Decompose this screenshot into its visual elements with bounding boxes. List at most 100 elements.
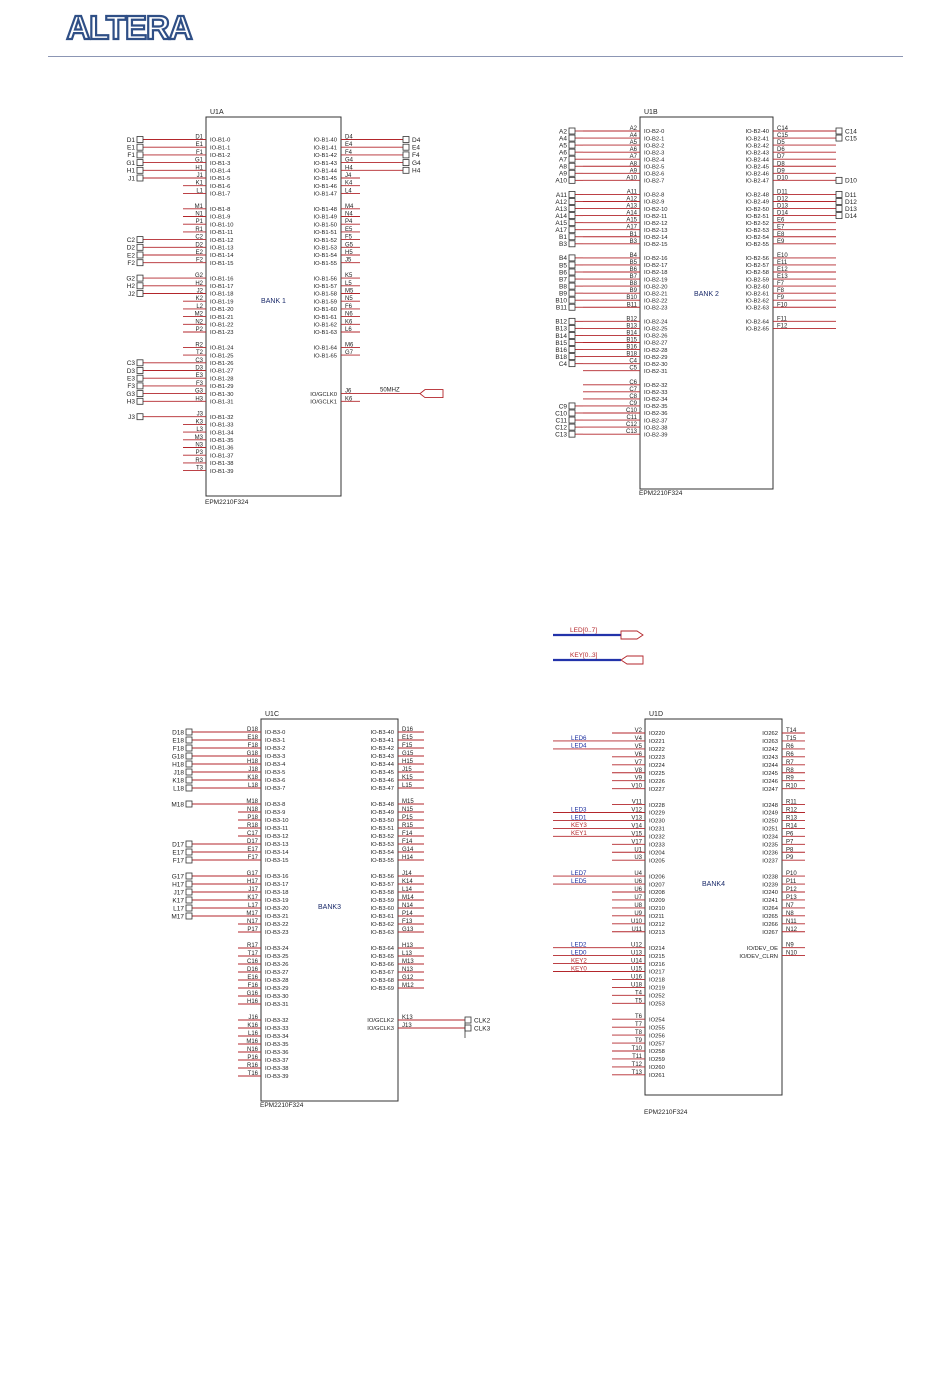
pin-number: D2: [195, 242, 203, 248]
pin-number: C7: [629, 387, 637, 393]
pin-signal: IO207: [649, 882, 665, 888]
port-connector: [185, 848, 193, 856]
pin-signal: IO210: [649, 906, 665, 912]
port-connector: [568, 155, 576, 163]
pin-number: K3: [196, 419, 204, 425]
port-label: C13: [555, 431, 567, 438]
port-label: E4: [412, 145, 420, 152]
pin-signal: IO-B3-24: [265, 946, 289, 952]
pin-signal: IO255: [649, 1025, 665, 1031]
logo-text: ALTERA: [66, 10, 192, 44]
pin-signal: IO-B3-10: [265, 818, 289, 824]
pin-number: R9: [786, 776, 794, 782]
port-connector: [568, 198, 576, 205]
pin-number: R3: [195, 458, 203, 464]
pin-number: N8: [786, 911, 794, 917]
pin-number: J5: [345, 258, 352, 264]
pin-number: J16: [248, 1015, 258, 1021]
pin-number: U7: [634, 895, 642, 901]
pin-signal: IO-B1-48: [313, 207, 337, 213]
pin-number: U6: [634, 887, 642, 893]
port-connector: [136, 359, 144, 367]
pin-number: P10: [786, 871, 797, 877]
port-connector: [136, 159, 144, 167]
pin-number: H1: [195, 165, 203, 171]
pin-number: H18: [247, 759, 259, 765]
pin-signal: IO/GCLK2: [367, 1018, 394, 1024]
pin-signal: IO-B3-58: [370, 890, 394, 896]
part-number: EPM2210F324: [260, 1102, 304, 1109]
pin-number: A13: [626, 204, 637, 210]
pin-number: D16: [247, 967, 259, 973]
pin-number: N6: [345, 312, 353, 318]
port-label: C12: [555, 424, 567, 431]
pin-signal: IO-B1-45: [313, 176, 337, 182]
pin-number: T7: [635, 1022, 643, 1028]
pin-number: N14: [402, 903, 414, 909]
bus-key: KEY[0..3]: [553, 652, 644, 665]
port-connector: [185, 744, 193, 752]
pin-signal: IO-B1-46: [313, 184, 337, 190]
pin-number: T6: [635, 1014, 643, 1020]
port-label: C14: [845, 128, 857, 135]
pin-number: E17: [247, 847, 258, 853]
pin-number: L13: [402, 951, 413, 957]
port-label: H17: [172, 881, 184, 888]
pin-signal: IO-B1-3: [210, 161, 230, 167]
pin-signal: IO-B1-61: [313, 315, 337, 321]
pin-number: M3: [195, 435, 204, 441]
port-connector: [185, 904, 193, 912]
pin-number: V12: [631, 808, 642, 814]
port-label: B14: [555, 333, 567, 340]
pin-number: V8: [635, 768, 643, 774]
port-connector: [402, 136, 410, 143]
clock-port: [419, 389, 444, 399]
port-label: B9: [559, 290, 567, 297]
pin-number: J17: [248, 887, 258, 893]
bus-label: KEY[0..3]: [570, 652, 598, 659]
symbol-title: U1D: [649, 711, 663, 718]
port-label: L17: [173, 905, 184, 912]
port-label: A15: [555, 220, 567, 227]
pin-signal: IO225: [649, 771, 665, 777]
pin-number: G2: [195, 273, 204, 279]
pin-signal: IO241: [762, 898, 778, 904]
pin-number: P9: [786, 855, 794, 861]
port-label: H18: [172, 761, 184, 768]
port-label: D18: [172, 729, 184, 736]
pin-signal: IO261: [649, 1073, 665, 1079]
port-label: F3: [127, 383, 135, 390]
net-label: LED6: [571, 735, 587, 742]
pin-signal: IO-B3-3: [265, 754, 285, 760]
pin-signal: IO-B1-34: [210, 430, 234, 436]
pin-signal: IO245: [762, 771, 778, 777]
pin-signal: IO-B1-11: [210, 230, 233, 236]
pin-number: F4: [345, 150, 353, 156]
pin-signal: IO-B1-57: [313, 284, 337, 290]
port-label: D13: [845, 206, 857, 213]
pin-number: H4: [345, 165, 353, 171]
port-label: J3: [128, 414, 135, 421]
symbol-body: [639, 116, 774, 490]
pin-signal: IO211: [649, 914, 664, 920]
pin-number: G7: [345, 350, 354, 356]
port-label: J2: [128, 291, 135, 298]
pin-number: D6: [777, 147, 785, 153]
pin-number: R12: [786, 808, 798, 814]
pin-signal: IO230: [649, 819, 665, 825]
pin-signal: IO-B3-7: [265, 786, 285, 792]
pin-signal: IO-B2-34: [644, 397, 668, 403]
pin-number: C13: [626, 429, 638, 435]
pin-number: M15: [402, 799, 414, 805]
pin-number: N1: [195, 212, 203, 218]
port-label: G3: [126, 391, 135, 398]
pin-number: A2: [630, 126, 638, 132]
pin-signal: IO-B3-49: [370, 810, 394, 816]
pin-number: J15: [402, 767, 412, 773]
pin-number: V10: [631, 784, 642, 790]
pin-signal: IO250: [762, 819, 778, 825]
port-connector: [136, 143, 144, 151]
pin-number: E11: [777, 260, 788, 266]
port-connector: [136, 390, 144, 398]
